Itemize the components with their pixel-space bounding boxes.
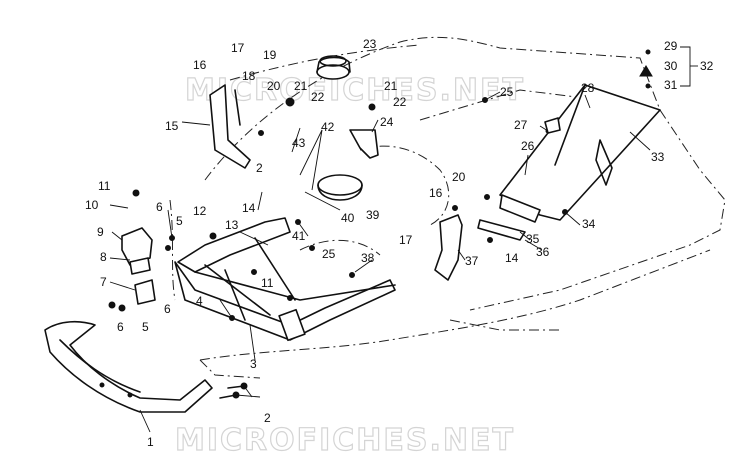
side-bracket-9: [121, 227, 153, 275]
callout-20b: 20: [452, 170, 466, 184]
callout-25: 25: [500, 85, 514, 99]
callout-27: 27: [514, 118, 528, 132]
watermark-top: MICROFICHES.NET: [185, 73, 525, 108]
callout-2: 2: [264, 411, 271, 425]
callout-23: 23: [363, 37, 377, 51]
callout-12: 12: [193, 204, 207, 218]
callout-40: 40: [341, 211, 355, 225]
callout-18: 18: [242, 69, 256, 83]
callout-26: 26: [521, 139, 535, 153]
callout-41: 41: [292, 229, 306, 243]
callout-labels: 1 2 3 4 5 5 6 6 6 7 8 9 10 11 11 12 13 1…: [85, 37, 714, 449]
watermark-bottom: MICROFICHES.NET: [175, 423, 515, 458]
callout-21b: 21: [384, 79, 398, 93]
callout-24: 24: [380, 115, 394, 129]
callout-10: 10: [85, 198, 99, 212]
left-upright-bracket: [209, 84, 251, 169]
callout-14b: 14: [505, 251, 519, 265]
callout-16: 16: [193, 58, 207, 72]
callout-5: 5: [176, 214, 183, 228]
callout-1: 1: [147, 435, 154, 449]
callout-7: 7: [100, 275, 107, 289]
callout-33: 33: [651, 150, 665, 164]
callout-6b: 6: [117, 320, 124, 334]
callout-36: 36: [536, 245, 550, 259]
callout-38: 38: [361, 251, 375, 265]
callout-43: 43: [292, 136, 306, 150]
callout-35: 35: [526, 232, 540, 246]
small-bracket-24: [349, 129, 379, 159]
round-cap: [316, 55, 351, 80]
callout-39: 39: [366, 208, 380, 222]
callout-34: 34: [582, 217, 596, 231]
callout-17: 17: [231, 41, 245, 55]
callout-9: 9: [97, 225, 104, 239]
callout-8: 8: [100, 250, 107, 264]
callout-19: 19: [263, 48, 277, 62]
plate-7: [134, 279, 156, 305]
callout-22: 22: [311, 90, 325, 104]
callout-22b: 22: [393, 95, 407, 109]
callout-3: 3: [250, 357, 257, 371]
round-canister: [317, 174, 363, 201]
callout-11: 11: [98, 179, 111, 193]
right-upright-bracket: [434, 214, 463, 281]
front-bumper: [44, 320, 213, 413]
callout-32: 32: [700, 59, 714, 73]
callout-28: 28: [581, 81, 595, 95]
callout-20: 20: [267, 79, 281, 93]
front-frame-assembly: [174, 217, 396, 342]
callout-16b: 16: [429, 186, 443, 200]
callout-37: 37: [465, 254, 479, 268]
callout-13: 13: [225, 218, 239, 232]
leader-lines: [109, 46, 698, 433]
rail-bracket-block: [477, 194, 541, 241]
callout-6c: 6: [164, 302, 171, 316]
callout-30: 30: [664, 59, 678, 73]
callout-2b: 2: [256, 161, 263, 175]
callout-4: 4: [196, 294, 203, 308]
callout-14: 14: [242, 201, 256, 215]
callout-5b: 5: [142, 320, 149, 334]
callout-11b: 11: [261, 276, 274, 290]
callout-17b: 17: [399, 233, 413, 247]
callout-6: 6: [156, 200, 163, 214]
callout-21: 21: [294, 79, 308, 93]
callout-15: 15: [165, 119, 179, 133]
callout-31: 31: [664, 78, 678, 92]
callout-29: 29: [664, 39, 678, 53]
callout-25b: 25: [322, 247, 336, 261]
callout-42: 42: [321, 120, 335, 134]
